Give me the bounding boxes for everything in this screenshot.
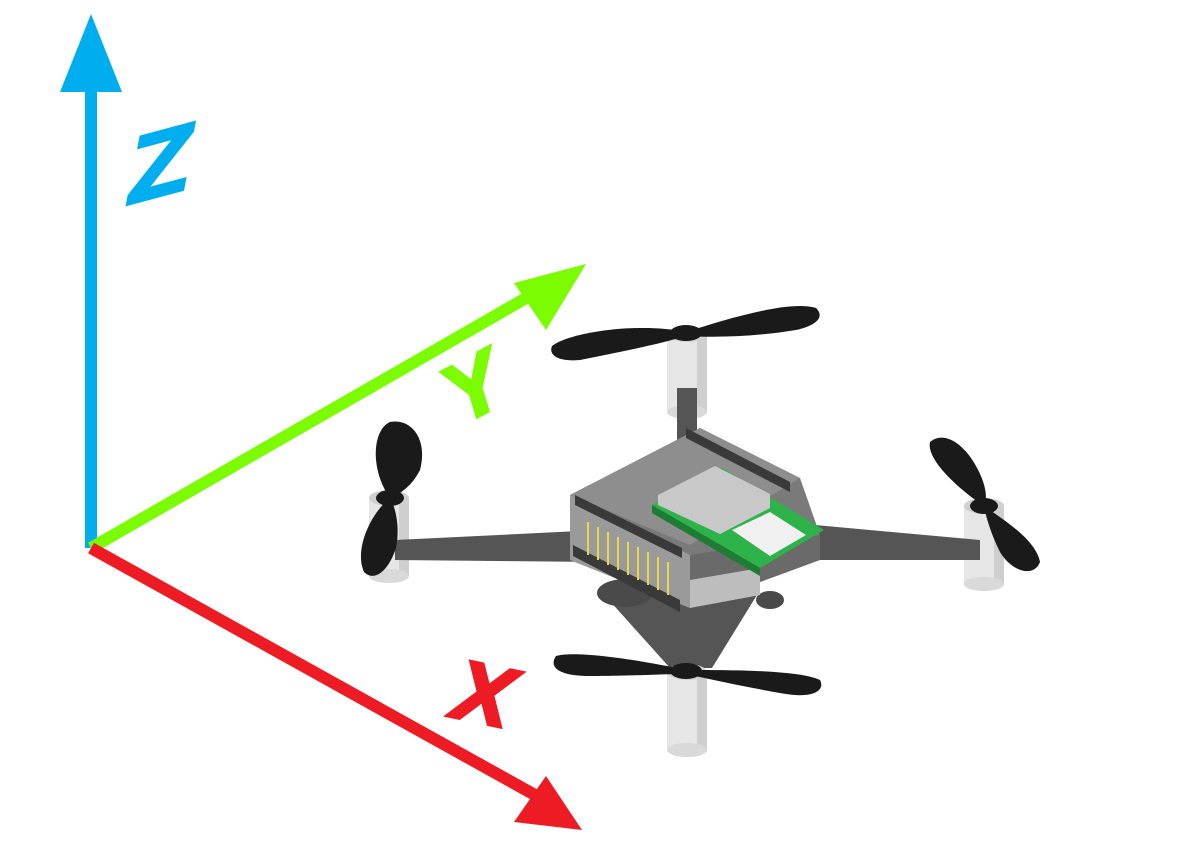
axis-y-arrowhead bbox=[514, 264, 586, 330]
axis-x-arrowhead bbox=[514, 776, 582, 830]
pin-header-back bbox=[686, 428, 790, 492]
propeller-back bbox=[551, 306, 820, 361]
header-pins bbox=[587, 522, 669, 595]
axis-y bbox=[88, 264, 586, 554]
motor-front bbox=[667, 664, 707, 757]
propeller-front bbox=[553, 654, 822, 696]
radio-chip bbox=[658, 466, 770, 534]
axis-x-line bbox=[88, 542, 538, 801]
propellers bbox=[360, 306, 1040, 696]
drone bbox=[360, 306, 1040, 757]
axis-z-arrowhead bbox=[60, 14, 122, 92]
pin-header-lower bbox=[573, 545, 680, 612]
battery bbox=[690, 568, 760, 608]
axis-z bbox=[60, 14, 122, 548]
axis-y-line bbox=[88, 284, 543, 554]
sensor-chip bbox=[732, 512, 806, 556]
axis-z-label: Z bbox=[125, 103, 197, 229]
axis-x bbox=[88, 542, 582, 830]
propeller-right bbox=[929, 437, 1040, 572]
propeller-left bbox=[360, 421, 423, 576]
axis-x-label: X bbox=[438, 640, 531, 751]
pin-header-front bbox=[575, 495, 682, 558]
control-board bbox=[570, 428, 824, 612]
